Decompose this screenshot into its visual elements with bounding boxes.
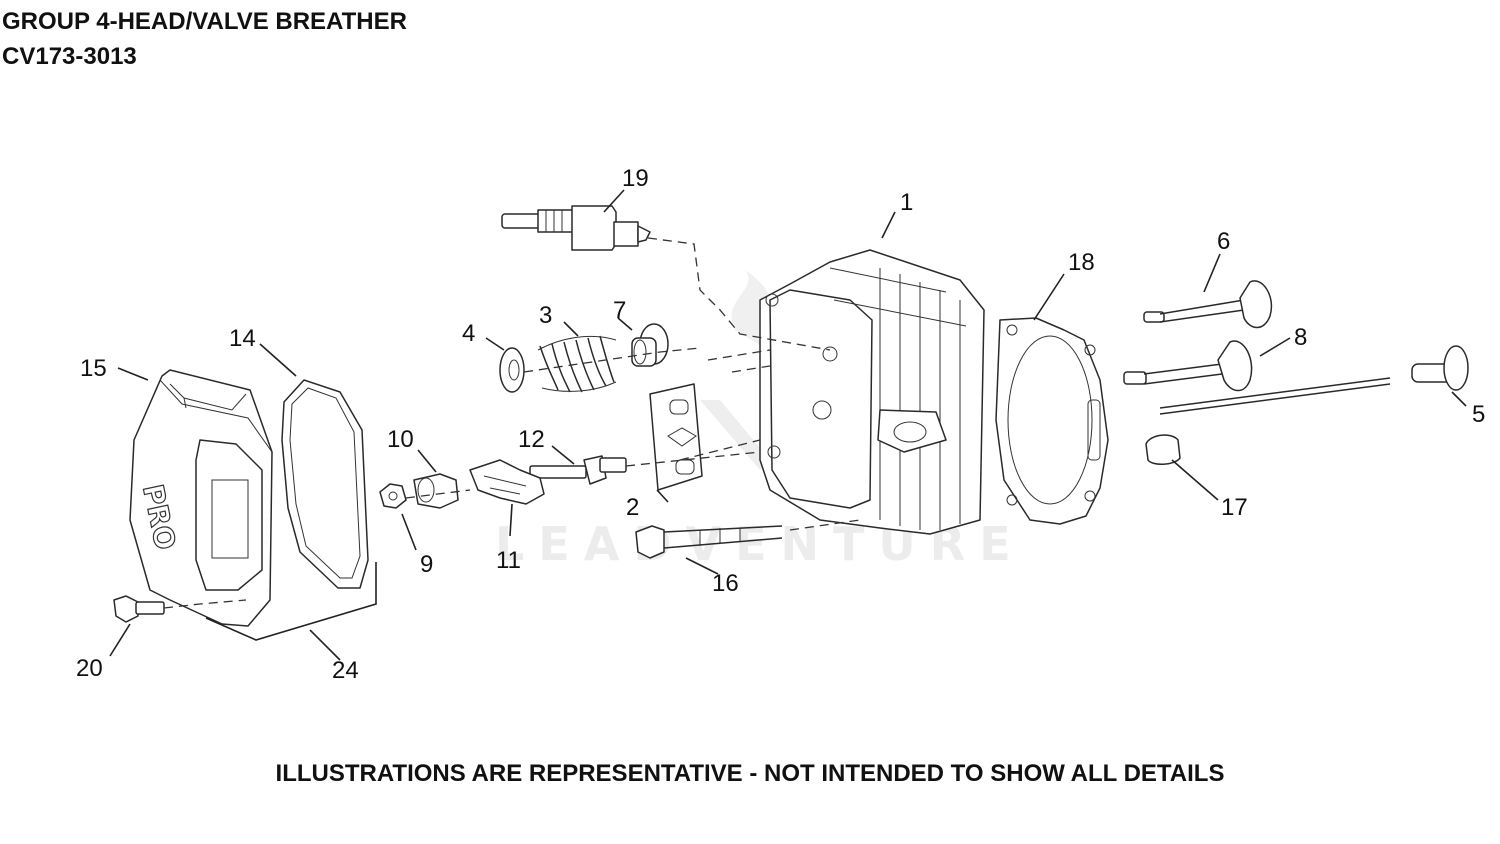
jam-nut[interactable] — [379, 483, 407, 509]
callout-numbers: 1 2 3 4 5 6 7 8 9 10 11 12 14 15 16 17 1… — [76, 165, 1485, 684]
leader-lines — [109, 189, 1467, 661]
intake-valve[interactable] — [1143, 280, 1273, 329]
guide-sleeve[interactable] — [1145, 434, 1181, 465]
callout-10: 10 — [387, 426, 414, 453]
model-number: CV173-3013 — [2, 43, 137, 70]
valve-spring[interactable] — [537, 335, 617, 393]
callout-2: 2 — [626, 494, 639, 521]
callout-7: 7 — [613, 297, 626, 324]
callout-4: 4 — [462, 320, 475, 347]
exhaust-valve[interactable] — [1123, 340, 1253, 392]
spring-retainer[interactable] — [499, 347, 525, 393]
callout-12: 12 — [518, 426, 545, 453]
callout-8: 8 — [1294, 324, 1307, 351]
callout-1: 1 — [900, 189, 913, 216]
callout-6: 6 — [1217, 228, 1230, 255]
page-title: GROUP 4-HEAD/VALVE BREATHER — [2, 8, 407, 35]
adjusting-nut[interactable] — [413, 473, 459, 509]
cover-bolt[interactable] — [113, 595, 165, 623]
callout-3: 3 — [539, 302, 552, 329]
callout-17: 17 — [1221, 494, 1248, 521]
push-rod[interactable] — [1159, 377, 1391, 415]
callout-11: 11 — [496, 547, 521, 574]
alignment-lines — [163, 237, 861, 609]
callout-5: 5 — [1472, 401, 1485, 428]
callout-14: 14 — [229, 325, 256, 352]
valve-cover[interactable]: PRO — [129, 369, 273, 627]
callout-19: 19 — [622, 165, 649, 192]
head-bolt[interactable] — [635, 525, 783, 559]
push-rod-guide-plate[interactable] — [649, 383, 703, 491]
callout-24: 24 — [332, 657, 359, 684]
cylinder-head[interactable] — [759, 249, 985, 535]
spark-plug[interactable] — [501, 205, 651, 251]
rocker-arm-stud[interactable] — [529, 455, 627, 485]
head-gasket[interactable] — [995, 317, 1109, 525]
rocker-arm[interactable] — [469, 459, 545, 505]
callout-15: 15 — [80, 355, 107, 382]
cover-gasket[interactable] — [281, 379, 369, 589]
callout-9: 9 — [420, 551, 433, 578]
callout-20: 20 — [76, 655, 103, 682]
kit-bracket — [205, 562, 377, 641]
disclaimer-note: ILLUSTRATIONS ARE REPRESENTATIVE - NOT I… — [275, 760, 1225, 787]
valve-stem-seal[interactable] — [631, 323, 669, 367]
callout-16: 16 — [712, 570, 739, 597]
valve-tappet[interactable] — [1411, 345, 1469, 391]
callout-18: 18 — [1068, 249, 1095, 276]
